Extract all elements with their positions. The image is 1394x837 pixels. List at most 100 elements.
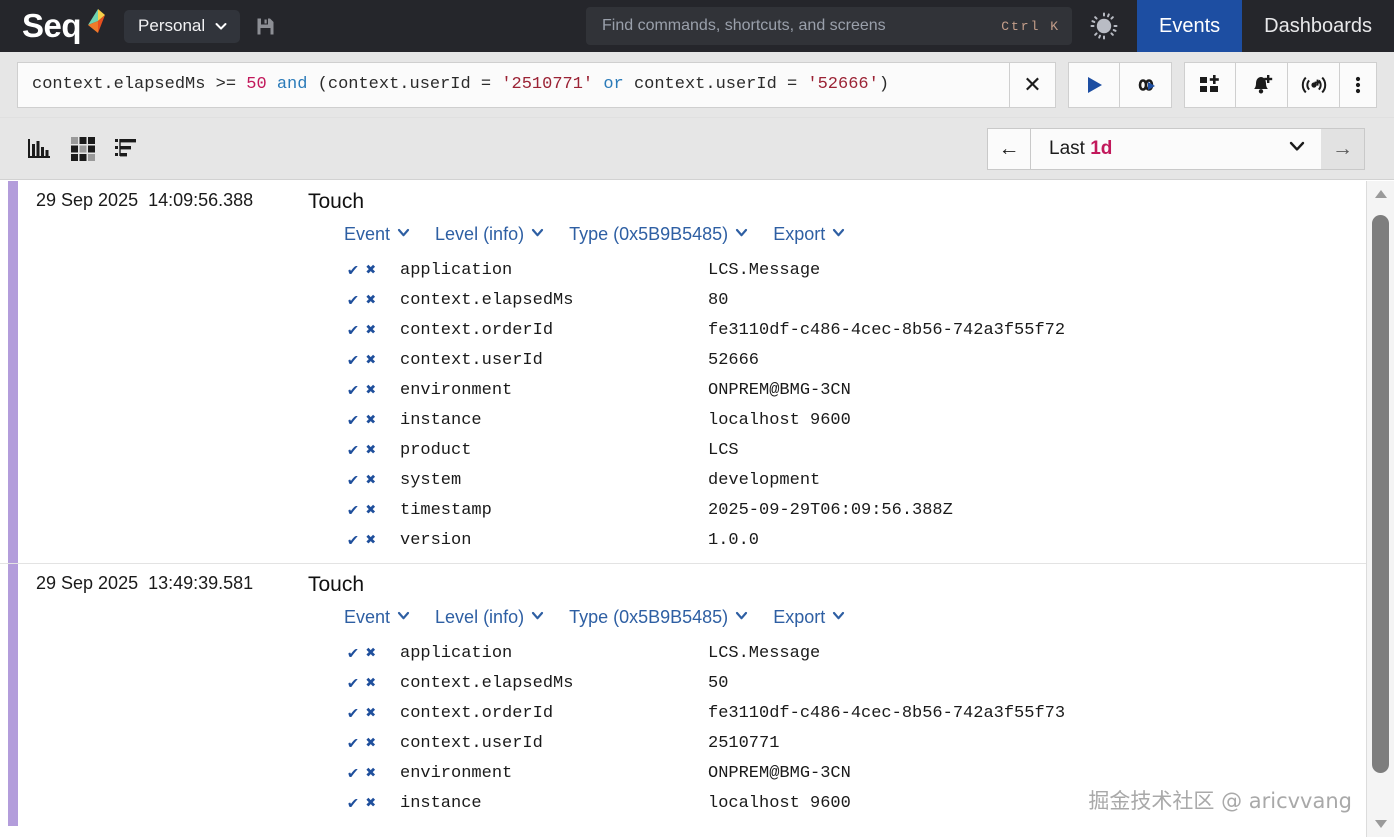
- filter-exclude-icon[interactable]: ✖: [365, 764, 377, 784]
- filter-include-icon[interactable]: ✔: [347, 794, 359, 814]
- query-action-group-2: [1184, 61, 1377, 108]
- filter-exclude-icon[interactable]: ✖: [365, 644, 377, 664]
- event-list-scrollbar[interactable]: [1366, 181, 1394, 837]
- filter-exclude-icon[interactable]: ✖: [365, 381, 377, 401]
- filter-include-icon[interactable]: ✔: [347, 441, 359, 461]
- chevron-down-icon: [734, 607, 749, 628]
- time-range-prev-button[interactable]: ←: [987, 127, 1031, 170]
- app-logo[interactable]: Seq: [0, 0, 115, 52]
- scroll-down-arrow-icon[interactable]: [1367, 811, 1394, 837]
- query-token-id: [307, 75, 317, 94]
- filter-include-icon[interactable]: ✔: [347, 704, 359, 724]
- type-menu[interactable]: Type (0x5B9B5485): [569, 224, 749, 245]
- property-value: localhost 9600: [708, 410, 851, 430]
- level-menu[interactable]: Level (info): [435, 224, 545, 245]
- scroll-up-arrow-icon[interactable]: [1367, 181, 1394, 207]
- filter-exclude-icon[interactable]: ✖: [365, 291, 377, 311]
- level-menu[interactable]: Level (info): [435, 607, 545, 628]
- top-navigation-bar: Seq Personal: [0, 0, 1394, 52]
- property-name: environment: [400, 763, 513, 783]
- command-palette-shortcut: Ctrl K: [1001, 18, 1060, 34]
- filter-exclude-icon[interactable]: ✖: [365, 261, 377, 281]
- property-name: context.userId: [400, 733, 543, 753]
- property-value: LCS.Message: [708, 260, 821, 280]
- filter-exclude-icon[interactable]: ✖: [365, 321, 377, 341]
- filter-exclude-icon[interactable]: ✖: [365, 674, 377, 694]
- tail-query-button[interactable]: [1120, 61, 1172, 108]
- filter-exclude-icon[interactable]: ✖: [365, 794, 377, 814]
- filter-exclude-icon[interactable]: ✖: [365, 411, 377, 431]
- query-bar-row: context.elapsedMs >= 50 and (context.use…: [0, 52, 1394, 118]
- filter-exclude-icon[interactable]: ✖: [365, 351, 377, 371]
- query-token-id: [267, 75, 277, 94]
- tab-dashboards-label: Dashboards: [1264, 14, 1372, 37]
- view-list-button[interactable]: [105, 129, 149, 169]
- chevron-down-icon: [530, 224, 545, 245]
- workspace-selector[interactable]: Personal: [124, 9, 241, 43]
- event-menu[interactable]: Event: [344, 224, 411, 245]
- command-palette-search[interactable]: Find commands, shortcuts, and screens Ct…: [586, 7, 1072, 45]
- filter-exclude-icon[interactable]: ✖: [365, 531, 377, 551]
- filter-include-icon[interactable]: ✔: [347, 471, 359, 491]
- export-menu[interactable]: Export: [773, 607, 846, 628]
- query-token-kw: and: [276, 75, 308, 94]
- type-menu[interactable]: Type (0x5B9B5485): [569, 607, 749, 628]
- filter-include-icon[interactable]: ✔: [347, 764, 359, 784]
- create-signal-button[interactable]: [1288, 61, 1340, 108]
- filter-exclude-icon[interactable]: ✖: [365, 704, 377, 724]
- filter-exclude-icon[interactable]: ✖: [365, 734, 377, 754]
- event-message: Touch: [308, 573, 365, 596]
- filter-include-icon[interactable]: ✔: [347, 411, 359, 431]
- property-name: context.orderId: [400, 703, 554, 723]
- filter-include-icon[interactable]: ✔: [347, 261, 359, 281]
- chevron-down-icon: [831, 224, 846, 245]
- filter-include-icon[interactable]: ✔: [347, 501, 359, 521]
- query-input[interactable]: context.elapsedMs >= 50 and (context.use…: [17, 61, 1010, 108]
- export-menu[interactable]: Export: [773, 224, 846, 245]
- floppy-save-icon[interactable]: [256, 17, 275, 36]
- tab-dashboards[interactable]: Dashboards: [1242, 0, 1394, 52]
- tab-events[interactable]: Events: [1137, 0, 1243, 52]
- view-chart-button[interactable]: [17, 129, 61, 169]
- property-name: instance: [400, 410, 482, 430]
- time-range-next-button[interactable]: →: [1321, 127, 1365, 170]
- scrollbar-thumb[interactable]: [1372, 215, 1389, 773]
- settings-gear-icon[interactable]: [1071, 0, 1137, 52]
- filter-include-icon[interactable]: ✔: [347, 291, 359, 311]
- filter-include-icon[interactable]: ✔: [347, 351, 359, 371]
- filter-include-icon[interactable]: ✔: [347, 734, 359, 754]
- filter-include-icon[interactable]: ✔: [347, 644, 359, 664]
- filter-exclude-icon[interactable]: ✖: [365, 471, 377, 491]
- time-range-value[interactable]: Last 1d: [1031, 127, 1321, 170]
- filter-include-icon[interactable]: ✔: [347, 381, 359, 401]
- event-menu[interactable]: Event: [344, 607, 411, 628]
- chevron-down-icon: [530, 607, 545, 628]
- create-alert-button[interactable]: [1236, 61, 1288, 108]
- clear-query-button[interactable]: ✕: [1010, 61, 1056, 108]
- event-menu-label: Event: [344, 224, 391, 244]
- event-message: Touch: [308, 190, 365, 213]
- more-options-button[interactable]: [1340, 61, 1377, 108]
- view-grid-button[interactable]: [61, 129, 105, 169]
- run-query-button[interactable]: [1068, 61, 1120, 108]
- query-token-id: [624, 75, 634, 94]
- filter-include-icon[interactable]: ✔: [347, 321, 359, 341]
- add-to-dashboard-button[interactable]: [1184, 61, 1236, 108]
- filter-include-icon[interactable]: ✔: [347, 674, 359, 694]
- filter-include-icon[interactable]: ✔: [347, 531, 359, 551]
- filter-exclude-icon[interactable]: ✖: [365, 501, 377, 521]
- filter-exclude-icon[interactable]: ✖: [365, 441, 377, 461]
